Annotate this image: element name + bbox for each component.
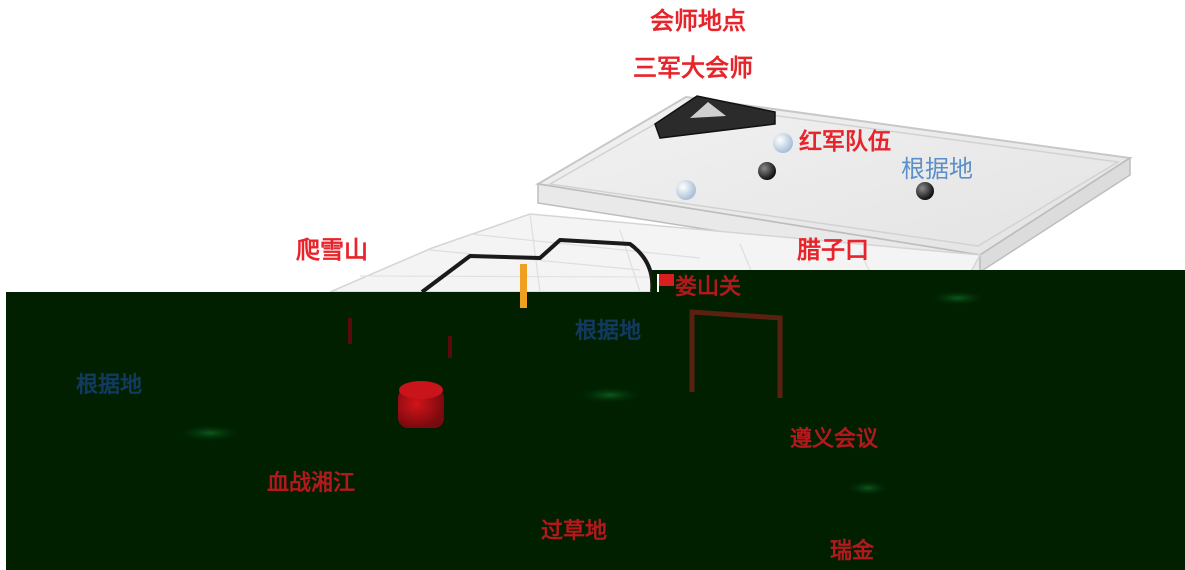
flag-icon (657, 274, 674, 292)
loushan-pass-label: 娄山关 (675, 274, 742, 300)
gate-frame (689, 309, 783, 398)
cross-grassland-label: 过草地 (541, 518, 608, 544)
lazikou-label: 腊子口 (797, 235, 869, 264)
lower-board (6, 270, 1185, 570)
ruijin-label: 瑞金 (830, 538, 875, 564)
route-post (348, 318, 352, 344)
sphere-marker-icon (676, 133, 934, 200)
red-army-ranks-label: 红军队伍 (799, 128, 891, 155)
base-middle-label: 根据地 (575, 318, 642, 344)
three-armies-meet-label: 三军大会师 (633, 53, 753, 82)
meeting-place-label: 会师地点 (650, 6, 746, 35)
xiang-river-battle-label: 血战湘江 (267, 470, 356, 496)
triangle-marker-icon (654, 95, 776, 139)
red-drum-icon (398, 381, 444, 428)
base-left-label: 根据地 (76, 372, 143, 398)
route-post (448, 336, 452, 358)
upper-platform (535, 95, 1133, 274)
climb-snow-mountain-label: 爬雪山 (296, 235, 368, 264)
base-top-label: 根据地 (901, 155, 973, 183)
zunyi-meeting-label: 遵义会议 (790, 426, 879, 452)
orange-post (520, 264, 527, 308)
